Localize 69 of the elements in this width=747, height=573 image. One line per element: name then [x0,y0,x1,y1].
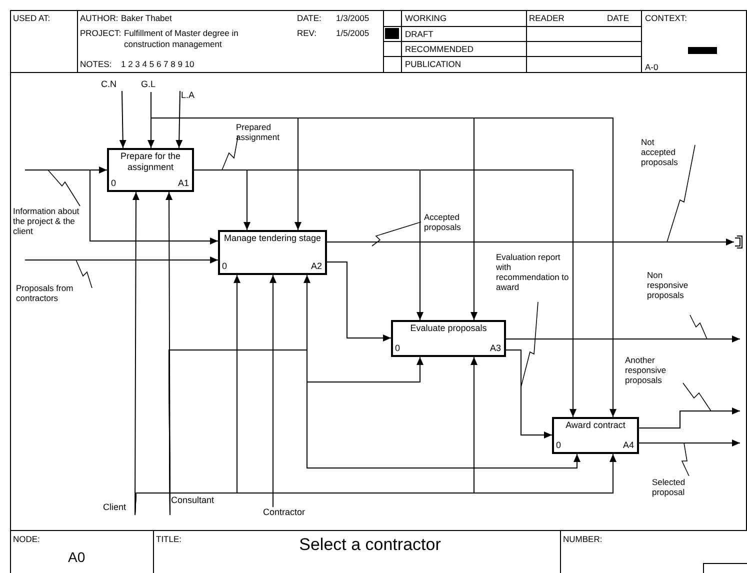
form-text: RECOMMENDED [405,44,474,55]
arrow [134,454,616,516]
form-text: READER [529,13,564,24]
edge-label: Not accepted proposals [641,137,679,167]
form-text: PROJECT: [80,28,122,39]
box-code: 0 [556,441,562,450]
form-text: TITLE: [156,534,182,545]
arrow [270,274,276,508]
node-number: A4 [622,441,634,450]
edge-label: Another responsive proposals [625,355,668,385]
activity-name: Prepare for the assignment [119,151,182,173]
diagram-title: Select a contractor [298,535,442,555]
activity-box [107,148,194,192]
edge-label: Proposals from contractors [16,283,74,303]
activity-name: Evaluate proposals [409,323,488,334]
edge-label: Prepared assignment [236,122,280,142]
form-text: CONTEXT: [645,13,688,24]
arrow [638,440,740,476]
box-code: 0 [395,344,400,353]
form-text: 1/3/2005 [336,13,370,24]
form-text: A0 [68,552,86,563]
form-text: AUTHOR: [80,13,118,24]
form-text: A-0 [645,62,658,73]
edge-label: Selected proposal [652,477,686,497]
form-text: 1/5/2005 [336,28,370,39]
form-text: DRAFT [405,29,434,40]
arrow [506,314,740,342]
form-text: NODE: [13,534,40,545]
form-text: NUMBER: [563,534,602,545]
arrow [506,302,552,438]
edge-label: Evaluation report with recommendation to award [496,252,570,292]
activity-box [552,417,639,454]
activity-name: Award contract [564,420,626,431]
activity-box [218,230,327,275]
arrow-label: C.N [100,79,122,91]
arrow [176,90,183,148]
activity-box [391,320,506,357]
arrow [150,92,616,418]
form-text: WORKING [405,13,447,24]
arrow-label: Contractor [262,507,314,519]
node-number: A2 [310,262,322,271]
form-text: USED AT: [13,13,50,24]
node-number: A1 [178,179,189,188]
form-text: REV: [297,28,317,39]
node-number: A3 [490,344,501,353]
edge-label: Information about the project & the client [13,206,80,236]
box-code: 0 [111,179,116,188]
form-text: DATE [607,13,630,24]
form-text: Fulfillment of Master degree in construction management [124,28,240,50]
arrow [168,350,580,516]
edge-label: Accepted proposals [424,212,462,232]
arrow-label: G.L [140,79,162,92]
form-text: Baker Thabet [121,13,172,24]
activity-name: Manage tendering stage [222,233,322,244]
arrow [638,382,740,428]
arrow [24,170,218,244]
arrow [119,90,126,148]
form-text: PUBLICATION [405,59,462,70]
edge-label: Non responsive proposals [647,270,690,300]
arrow [326,144,734,246]
arrow-label: Client [102,502,135,515]
arrow-label: Consultant [170,495,222,515]
box-code: 0 [222,262,228,271]
arrow [24,256,218,288]
form-text: NOTES: [80,59,112,70]
arrow [326,222,422,342]
form-text: DATE: [297,13,322,24]
form-text: 1 2 3 4 5 6 7 8 9 10 [121,59,194,70]
arrow-label: L.A [180,90,202,102]
